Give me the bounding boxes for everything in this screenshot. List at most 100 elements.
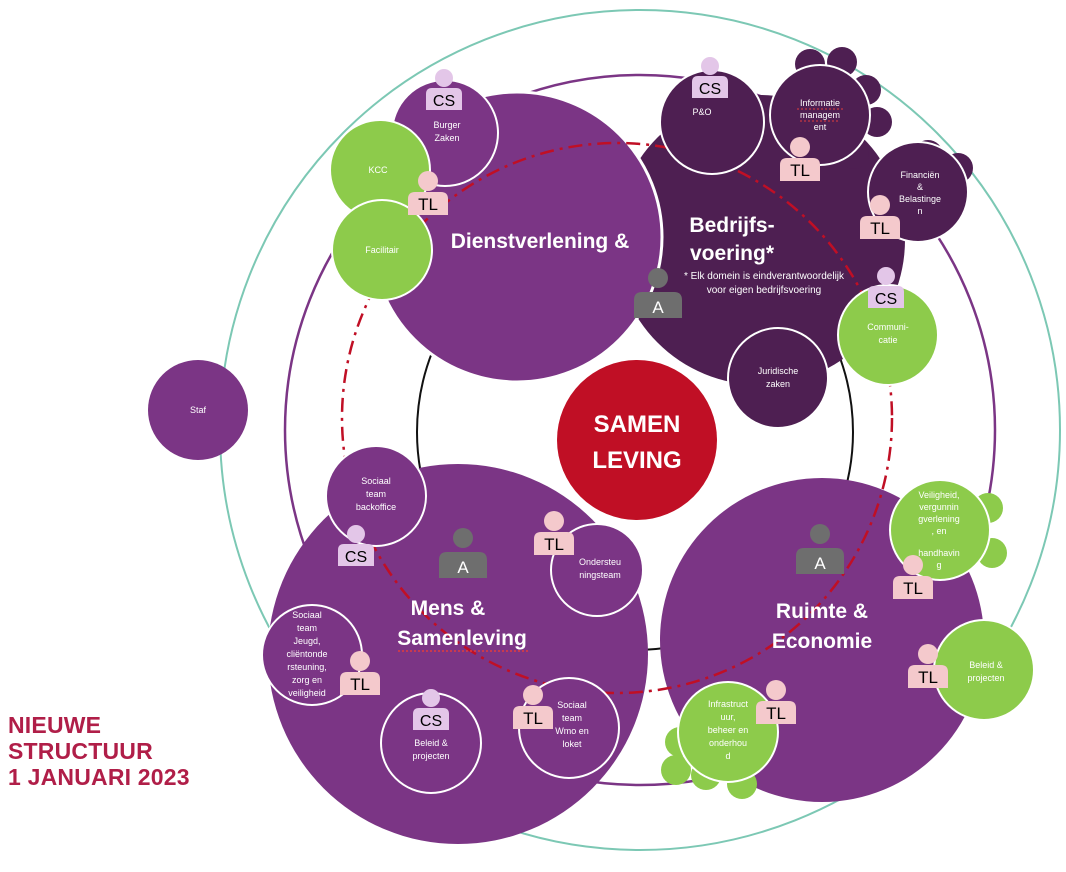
cs-label: CS: [875, 291, 897, 308]
tl-head-icon: [870, 195, 890, 215]
sociaal-wmo-line1: Sociaal: [557, 700, 587, 710]
cs-head-icon: [435, 69, 453, 87]
title-line2: STRUCTUUR: [8, 738, 153, 764]
veiligheid-line6: g: [936, 560, 941, 570]
tl-head-icon: [523, 685, 543, 705]
a-label: A: [457, 558, 469, 577]
sociaal-jeugd-line7: veiligheid: [288, 688, 326, 698]
a-body-icon: [634, 292, 682, 318]
tl-badge-informatie: TL: [780, 137, 820, 181]
communicatie-label-line2: catie: [878, 335, 897, 345]
tl-label: TL: [918, 668, 938, 687]
bedrijfsvoering-label-line1: Bedrijfs-: [689, 214, 774, 237]
po-label: P&O: [692, 107, 711, 117]
unit-facilitair[interactable]: [331, 199, 433, 301]
cs-head-icon: [422, 689, 440, 707]
ondersteuningsteam-line1: Ondersteu: [579, 557, 621, 567]
cs-badge-beleid-mens: CS: [413, 689, 449, 730]
unit-sociaal-backoffice[interactable]: [325, 445, 427, 547]
cs-badge-burger: CS: [426, 69, 462, 110]
ondersteuningsteam-line2: ningsteam: [579, 570, 621, 580]
unit-staf[interactable]: [148, 360, 248, 460]
cs-head-icon: [877, 267, 895, 285]
mens-label-line2: Samenleving: [397, 627, 527, 650]
infrastructuur-line3: beheer en: [708, 725, 749, 735]
veiligheid-line5: handhavin: [918, 548, 960, 558]
a-body-icon: [439, 552, 487, 578]
sociaal-wmo-line3: Wmo en: [555, 726, 589, 736]
infrastructuur-line2: uur,: [720, 712, 735, 722]
tl-label: TL: [790, 161, 810, 180]
sociaal-backoffice-line1: Sociaal: [361, 476, 391, 486]
tl-label: TL: [903, 579, 923, 598]
tl-label: TL: [766, 704, 786, 723]
sociaal-jeugd-line6: zorg en: [292, 675, 322, 685]
ruimte-label-line1: Ruimte &: [776, 600, 868, 623]
tl-head-icon: [766, 680, 786, 700]
sociaal-jeugd-line3: Jeugd,: [293, 636, 320, 646]
mens-label-line1: Mens &: [411, 597, 486, 620]
a-badge-mens: A: [439, 528, 487, 578]
informatie-label-line2: managem: [800, 110, 840, 120]
communicatie-label-line1: Communi-: [867, 322, 909, 332]
cs-body-icon: [413, 708, 449, 730]
financien-label-line3: Belastinge: [899, 194, 941, 204]
tl-badge-veiligheid: TL: [893, 555, 933, 599]
cs-label: CS: [433, 93, 455, 110]
tl-head-icon: [544, 511, 564, 531]
tl-label: TL: [523, 709, 543, 728]
cs-label: CS: [420, 713, 442, 730]
cs-badge-po: CS: [692, 57, 728, 98]
infrastructuur-line4: onderhou: [709, 738, 747, 748]
a-head-icon: [648, 268, 668, 288]
tl-body-icon: [534, 532, 574, 555]
structure-title: NIEUWE STRUCTUUR 1 JANUARI 2023: [8, 712, 190, 790]
cs-badge-backoffice: CS: [338, 525, 374, 566]
beleid-ruimte-line2: projecten: [967, 673, 1004, 683]
unit-infrastructuur[interactable]: [677, 681, 779, 783]
tl-body-icon: [513, 706, 553, 729]
informatie-label-line3: ent: [814, 122, 827, 132]
dienstverlening-label: Dienstverlening &: [451, 230, 630, 253]
tl-label: TL: [544, 535, 564, 554]
veiligheid-line3: gverlening: [918, 514, 960, 524]
unit-communicatie[interactable]: [837, 284, 939, 386]
ruimte-label-line2: Economie: [772, 630, 872, 653]
dashed-ring: [340, 141, 894, 695]
tl-badge-jeugd: TL: [340, 651, 380, 695]
sociaal-backoffice-line3: backoffice: [356, 502, 396, 512]
financien-label-line2: &: [917, 182, 923, 192]
tl-body-icon: [756, 701, 796, 724]
cs-head-icon: [701, 57, 719, 75]
cs-body-icon: [338, 544, 374, 566]
financien-label-line1: Financiën: [900, 170, 939, 180]
financien-label-line4: n: [917, 206, 922, 216]
unit-beleid-ruimte[interactable]: [933, 619, 1035, 721]
center-label-line1: SAMEN: [594, 411, 681, 438]
title-line1: NIEUWE: [8, 712, 102, 738]
a-body-icon: [796, 548, 844, 574]
cs-body-icon: [426, 88, 462, 110]
tl-body-icon: [893, 576, 933, 599]
tl-body-icon: [860, 216, 900, 239]
burger-label-line1: Burger: [433, 120, 460, 130]
infra-bubble-2: [661, 755, 691, 785]
tl-badge-wmo: TL: [513, 685, 553, 729]
tl-body-icon: [408, 192, 448, 215]
tl-body-icon: [908, 665, 948, 688]
veiligheid-line2: vergunnin: [919, 502, 959, 512]
sociaal-jeugd-line1: Sociaal: [292, 610, 322, 620]
burger-label-line2: Zaken: [434, 133, 459, 143]
kcc-label: KCC: [368, 165, 388, 175]
cs-label: CS: [345, 549, 367, 566]
unit-juridische-zaken[interactable]: [727, 327, 829, 429]
unit-veiligheid[interactable]: [889, 479, 991, 581]
tl-badge-kcc: TL: [408, 171, 448, 215]
bedrijfsvoering-note-line2: voor eigen bedrijfsvoering: [707, 285, 822, 296]
tl-label: TL: [350, 675, 370, 694]
bedrijfsvoering-note-line1: * Elk domein is eindverantwoordelijk: [684, 271, 845, 282]
center-samenleving[interactable]: [557, 360, 717, 520]
tl-badge-financien: TL: [860, 195, 900, 239]
